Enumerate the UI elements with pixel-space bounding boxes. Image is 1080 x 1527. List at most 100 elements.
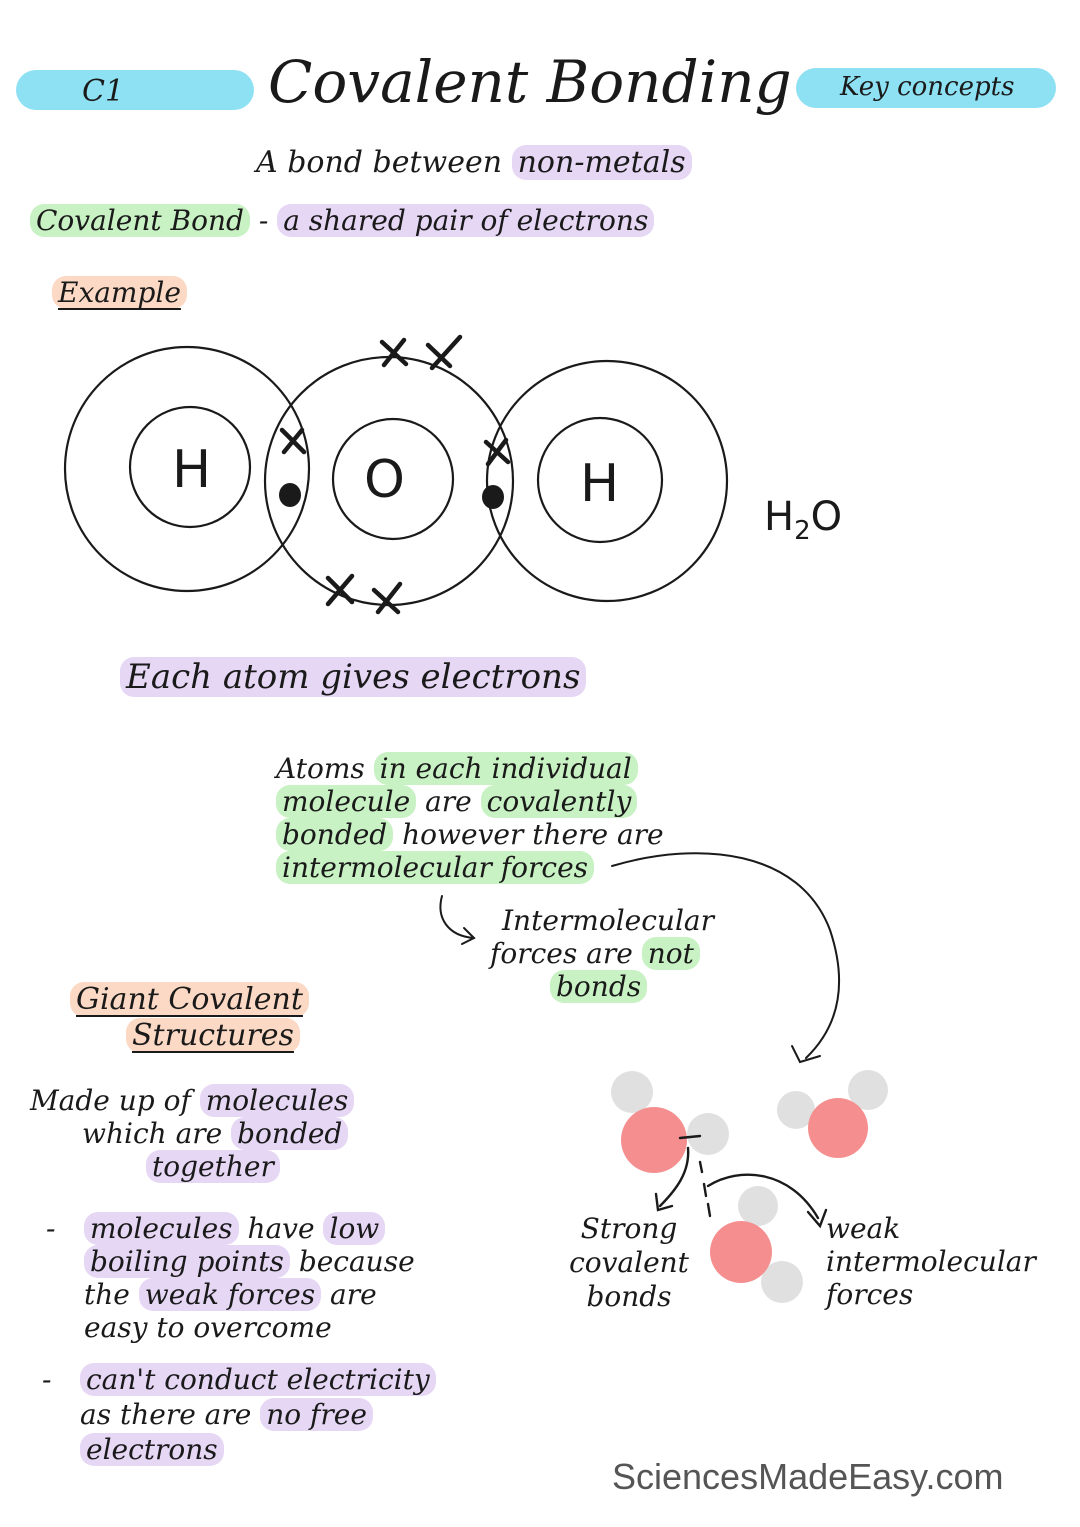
note-line-1: Intermolecular <box>502 904 714 937</box>
giant-heading: Giant Covalent Structures <box>70 982 309 1054</box>
tag-label: Key concepts <box>840 72 1015 102</box>
intermolecular-paragraph: Atoms in each individual molecule are co… <box>276 752 664 884</box>
b2-line-2: as there are no free <box>80 1397 436 1432</box>
covalent-bond-mark <box>678 1134 702 1140</box>
b1-l1-mid: have <box>247 1212 315 1245</box>
shared-dot-left <box>279 483 301 507</box>
para-l2-hl1: molecule <box>276 785 417 818</box>
code-label: C1 <box>82 74 125 109</box>
para-l2-hl2: covalently <box>480 785 638 818</box>
giant-heading-line-1: Giant Covalent <box>70 982 309 1018</box>
formula-end: O <box>810 494 843 540</box>
formula-subscript: 2 <box>794 516 811 546</box>
cross-right-shared <box>483 437 511 467</box>
para-line-3: bonded however there are <box>276 818 664 851</box>
molecule-1-hydrogen-a <box>611 1071 653 1113</box>
example-heading-text: Example <box>52 276 187 309</box>
curved-arrow-to-diagram <box>611 852 841 1059</box>
intermolecular-dash-1 <box>698 1160 704 1174</box>
cross-bottom-1 <box>325 573 355 607</box>
weak-forces-label: weak intermolecular forces <box>826 1212 1036 1311</box>
b1-l2-hl: boiling points <box>84 1245 290 1278</box>
cross-top-1 <box>379 337 409 368</box>
giant-heading-l1: Giant Covalent <box>70 982 309 1017</box>
strong-l3: bonds <box>586 1280 672 1313</box>
made-line-2: which are bonded <box>30 1117 354 1150</box>
definition-line: Covalent Bond - a shared pair of electro… <box>30 204 655 238</box>
intro-highlight: non-metals <box>511 145 692 180</box>
weak-l3: forces <box>826 1278 914 1311</box>
intermolecular-dash-3 <box>706 1202 712 1218</box>
b2-line-3: electrons <box>80 1432 436 1467</box>
note-l3-hl: bonds <box>550 970 648 1003</box>
b1-line-2: boiling points because <box>84 1245 415 1278</box>
b1-l3-hl: weak forces <box>138 1278 322 1311</box>
made-l1-pre: Made up of <box>30 1084 191 1117</box>
note-line-3: bonds <box>490 970 714 1003</box>
left-hydrogen-nucleus <box>128 405 252 529</box>
weak-force-arrowhead <box>806 1208 828 1229</box>
para-l1-hl: in each individual <box>373 752 638 785</box>
strong-bond-arrowhead <box>654 1192 674 1212</box>
weak-l2: intermolecular <box>826 1245 1036 1278</box>
definition-text: a shared pair of electrons <box>277 204 655 237</box>
water-formula: H2O <box>764 494 842 546</box>
b1-l1-hl2: low <box>323 1212 386 1245</box>
weak-force-arrow <box>706 1173 820 1220</box>
hook-arrow-to-note <box>439 895 475 939</box>
b1-l1-hl1: molecules <box>84 1212 239 1245</box>
cross-top-2 <box>425 334 463 371</box>
made-up-paragraph: Made up of molecules which are bonded to… <box>30 1084 355 1183</box>
b1-l2-rest: because <box>298 1245 415 1278</box>
strong-bond-arrow <box>658 1146 690 1208</box>
bullet-2-dash: - <box>42 1363 52 1396</box>
para-line-2: molecule are covalently <box>276 785 664 818</box>
bullet-1: - molecules have low boiling points beca… <box>46 1212 415 1344</box>
b1-l3-pre: the <box>84 1278 130 1311</box>
code-pill <box>16 70 254 110</box>
made-l3-hl: together <box>146 1150 280 1183</box>
b1-line-3: the weak forces are <box>84 1278 415 1311</box>
b2-l2-hl: no free <box>260 1398 373 1431</box>
note-line-2: forces are not <box>490 937 714 970</box>
b2-l2-pre: as there are <box>80 1398 252 1431</box>
giant-heading-line-2: Structures <box>70 1018 309 1054</box>
b1-line-1: molecules have low <box>84 1212 415 1245</box>
para-l3-rest: however there are <box>402 818 664 851</box>
b2-l1-hl: can't conduct electricity <box>80 1363 436 1396</box>
bullet-2: - can't conduct electricity as there are… <box>42 1362 436 1467</box>
example-heading: Example <box>52 276 187 310</box>
molecule-3-hydrogen-a <box>738 1186 778 1226</box>
para-l3-hl: bonded <box>276 818 394 851</box>
molecule-2-hydrogen-a <box>777 1091 815 1129</box>
tag-pill <box>796 68 1056 108</box>
strong-bonds-label: Strong covalent bonds <box>564 1212 694 1314</box>
b2-line-1: can't conduct electricity <box>80 1362 436 1397</box>
shared-dot-right <box>482 485 504 509</box>
molecule-2-hydrogen-b <box>848 1070 888 1110</box>
note-l2-pre: forces are <box>490 937 633 970</box>
bullet-1-dash: - <box>46 1212 56 1245</box>
page-title: Covalent Bonding <box>268 48 792 116</box>
molecule-3-hydrogen-b <box>761 1261 803 1303</box>
brand-watermark: SciencesMadeEasy.com <box>612 1456 1004 1497</box>
b2-l3-hl: electrons <box>80 1433 224 1466</box>
b1-line-4: easy to overcome <box>84 1311 332 1344</box>
para-line-4: intermolecular forces <box>276 851 664 884</box>
atom-right-h: H <box>580 454 620 514</box>
made-l1-hl: molecules <box>199 1084 355 1117</box>
molecule-2-oxygen <box>808 1098 868 1158</box>
definition-dash: - <box>258 204 269 237</box>
intermolecular-dash-2 <box>702 1182 708 1198</box>
note-l2-hl: not <box>641 937 700 970</box>
atom-center-o: O <box>364 450 405 510</box>
intermolecular-note: Intermolecular forces are not bonds <box>490 904 714 1003</box>
right-hydrogen-shell <box>485 359 729 603</box>
made-l2-pre: which are <box>82 1117 223 1150</box>
strong-l2: covalent <box>569 1246 689 1279</box>
right-hydrogen-nucleus <box>536 416 664 544</box>
definition-term: Covalent Bond <box>30 204 250 237</box>
intro-line: A bond between non-metals <box>256 145 692 180</box>
atom-left-h: H <box>172 440 212 500</box>
